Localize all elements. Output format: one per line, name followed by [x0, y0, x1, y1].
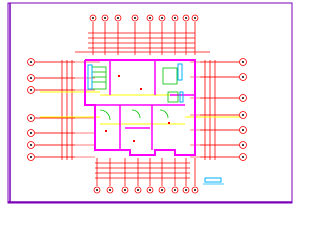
- axis-bubble-dot: [30, 144, 32, 146]
- axis-bubble-dot: [137, 189, 139, 191]
- axis-bubble-dot: [242, 129, 244, 131]
- axis-bubble-dot: [149, 189, 151, 191]
- interior-walls: [95, 60, 195, 150]
- top-dimension-chains: [75, 32, 210, 53]
- floor-plan-canvas: [7, 2, 293, 204]
- left-dimension-chains: [61, 60, 73, 160]
- axis-grid-lines: [35, 61, 240, 158]
- axis-bubble-dot: [104, 17, 106, 19]
- yellow-axis-lines: [40, 91, 240, 125]
- frame-border: [7, 2, 293, 204]
- axis-bubble-dot: [242, 97, 244, 99]
- window-mark: [177, 63, 183, 81]
- dimension-ticks: [35, 22, 239, 186]
- window-mark: [179, 91, 184, 103]
- axis-bubble-dot: [174, 189, 176, 191]
- scale-bar-icon: [204, 177, 222, 183]
- axis-bubble-dot: [30, 132, 32, 134]
- room-marker: [118, 75, 120, 77]
- axis-bubble-dot: [96, 189, 98, 191]
- doors-and-stairs: [91, 66, 179, 121]
- axis-bubble-dot: [242, 76, 244, 78]
- drawing-frame: [7, 2, 293, 204]
- axis-bubble-dot: [30, 156, 32, 158]
- cyan-accents: [87, 63, 184, 103]
- toilet-fixture-icon: [167, 91, 179, 103]
- room-marker: [133, 140, 135, 142]
- bottom-dimension-chains: [95, 162, 190, 179]
- window-mark: [87, 64, 93, 90]
- toilet-fixture-icon: [162, 67, 178, 85]
- axis-bubble-dot: [134, 17, 136, 19]
- axis-bubble-dot: [185, 17, 187, 19]
- axis-bubble-dot: [161, 189, 163, 191]
- door-swing-icon: [99, 109, 111, 121]
- axis-bubbles: [27, 14, 247, 194]
- door-swing-icon: [131, 109, 141, 119]
- axis-bubble-dot: [194, 189, 196, 191]
- axis-bubble-dot: [92, 17, 94, 19]
- cad-floor-plan-drawing: [7, 2, 293, 204]
- axis-bubble-dot: [161, 17, 163, 19]
- axis-bubble-dot: [242, 144, 244, 146]
- axis-bubble-dot: [242, 114, 244, 116]
- room-marker: [168, 122, 170, 124]
- room-markers: [105, 75, 170, 142]
- room-marker: [140, 88, 142, 90]
- axis-bubble-dot: [30, 89, 32, 91]
- axis-bubble-dot: [174, 17, 176, 19]
- axis-bubble-dot: [30, 61, 32, 63]
- axis-bubble-dot: [124, 189, 126, 191]
- room-marker: [105, 130, 107, 132]
- axis-bubble-dot: [185, 189, 187, 191]
- axis-bubble-dot: [30, 117, 32, 119]
- axis-bubble-dot: [242, 156, 244, 158]
- axis-bubble-dot: [109, 189, 111, 191]
- axis-bubble-dot: [149, 17, 151, 19]
- scale-bar: [203, 177, 224, 185]
- axis-bubble-dot: [30, 77, 32, 79]
- axis-bubble-dot: [242, 61, 244, 63]
- axis-bubble-dot: [117, 17, 119, 19]
- door-swing-icon: [159, 109, 169, 119]
- axis-bubble-dot: [194, 17, 196, 19]
